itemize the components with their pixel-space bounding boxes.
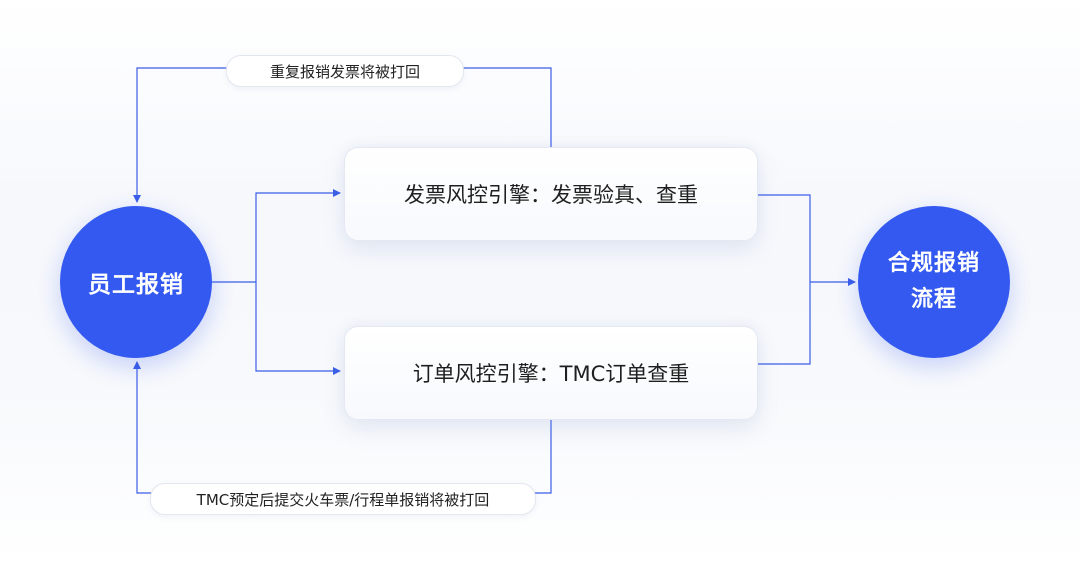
order-risk-engine-label: 订单风控引擎：TMC订单查重 bbox=[412, 362, 690, 386]
order-to-merge-line bbox=[756, 282, 811, 365]
split-to-invoice-arrow bbox=[255, 189, 341, 282]
split-to-order-arrow bbox=[255, 282, 341, 375]
order-reject-text: TMC预定后提交火车票/行程单报销将被打回 bbox=[196, 490, 490, 509]
invoice-risk-engine-label: 发票风控引擎：发票验真、查重 bbox=[404, 183, 698, 207]
invoice-risk-engine-box: 发票风控引擎：发票验真、查重 bbox=[344, 147, 758, 241]
employee-reimbursement-node: 员工报销 bbox=[60, 206, 212, 358]
employee-reimbursement-label: 员工报销 bbox=[88, 272, 184, 298]
invoice-reject-text: 重复报销发票将被打回 bbox=[269, 62, 420, 81]
invoice-reject-label: 重复报销发票将被打回 bbox=[226, 55, 464, 87]
invoice-to-merge-line bbox=[756, 194, 811, 282]
compliant-reimbursement-node: 合规报销流程 bbox=[858, 206, 1010, 358]
order-risk-engine-box: 订单风控引擎：TMC订单查重 bbox=[344, 326, 758, 420]
order-reject-label: TMC预定后提交火车票/行程单报销将被打回 bbox=[150, 483, 536, 515]
compliant-reimbursement-label: 合规报销流程 bbox=[887, 251, 980, 312]
